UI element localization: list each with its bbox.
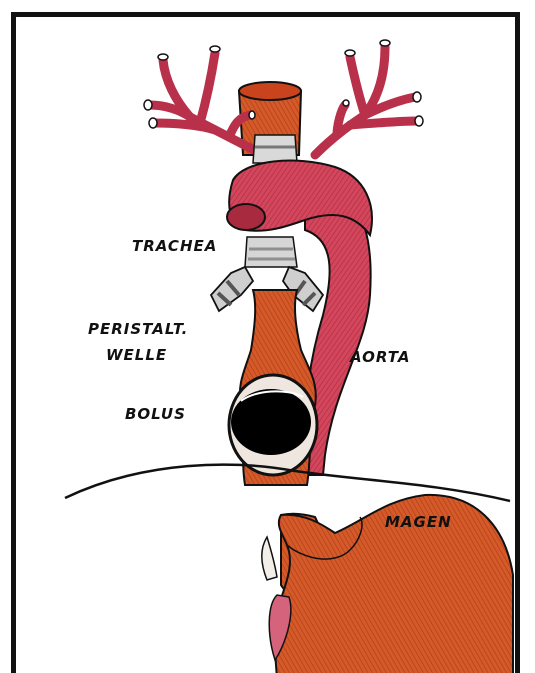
trachea-upper-rings <box>253 135 297 163</box>
label-trachea: TRACHEA <box>132 237 217 255</box>
right-arterial-branches <box>315 47 417 155</box>
trachea-lower <box>245 237 297 267</box>
aorta-cut-end <box>227 204 265 230</box>
label-bolus: BOLUS <box>125 405 186 423</box>
gastric-fat-piece <box>262 537 277 580</box>
label-magen: MAGEN <box>385 513 452 531</box>
label-welle: WELLE <box>106 346 167 364</box>
label-peristalt: PERISTALT. <box>88 320 188 338</box>
diagram-frame: TRACHEA PERISTALT. WELLE AORTA BOLUS MAG… <box>11 12 520 673</box>
esophagus-top-opening <box>239 82 301 100</box>
anatomy-illustration <box>16 17 520 673</box>
label-aorta: AORTA <box>350 348 410 366</box>
